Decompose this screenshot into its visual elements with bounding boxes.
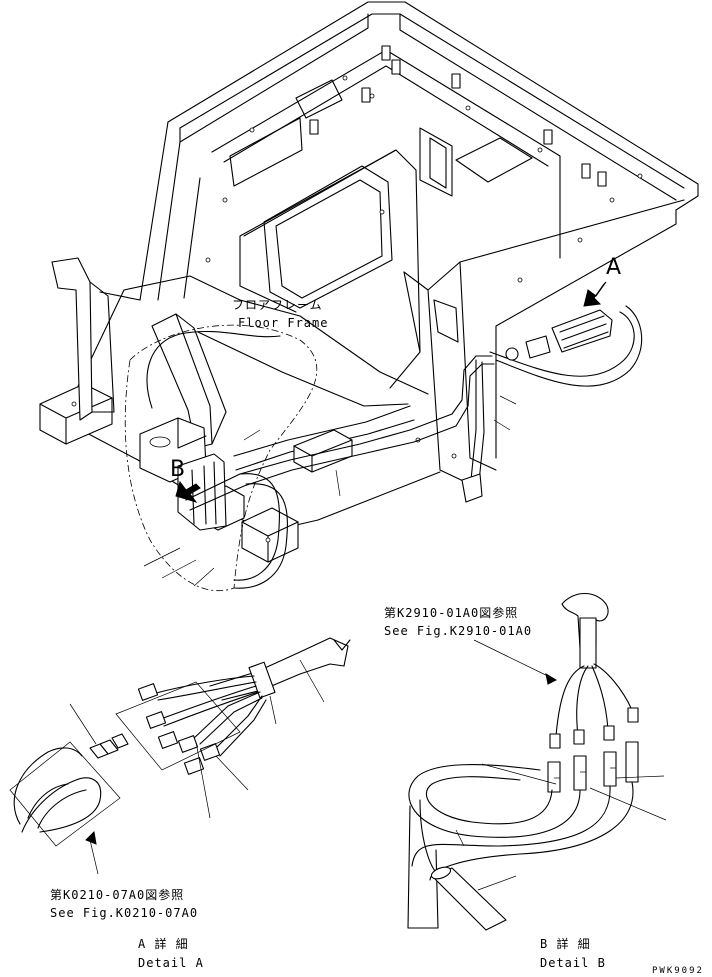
frame-posts	[309, 45, 607, 187]
ref-bottom-jp: 第K0210-07A0図参照	[50, 888, 185, 902]
detail-b-title-en: Detail B	[540, 956, 606, 970]
detail-boundary	[124, 324, 318, 592]
detail-b-drawing	[407, 592, 667, 931]
floor-frame-outline	[39, 1, 699, 563]
main-harness	[146, 305, 643, 589]
ref-bottom-en: See Fig.K0210-07A0	[50, 906, 199, 920]
drawing-code: PWK9092	[652, 966, 704, 976]
detail-a-drawing	[9, 637, 351, 875]
frame-bolts	[71, 75, 643, 543]
ref-top-jp: 第K2910-01A0図参照	[384, 606, 519, 620]
detail-a-title-jp: A 詳 細	[138, 937, 189, 951]
main-leaders	[143, 395, 517, 587]
detail-b-title-jp: B 詳 細	[540, 937, 591, 951]
detail-a-title-en: Detail A	[138, 956, 204, 970]
callout-a: A	[606, 255, 622, 280]
floor-frame-label-jp: フロアフレーム	[232, 298, 323, 312]
floor-frame-label-en: Floor Frame	[238, 316, 329, 330]
callout-b: B	[170, 457, 186, 482]
arrow-a-main	[583, 281, 607, 307]
ref-top-en: See Fig.K2910-01A0	[384, 624, 533, 638]
arrow-b-main	[175, 480, 201, 503]
